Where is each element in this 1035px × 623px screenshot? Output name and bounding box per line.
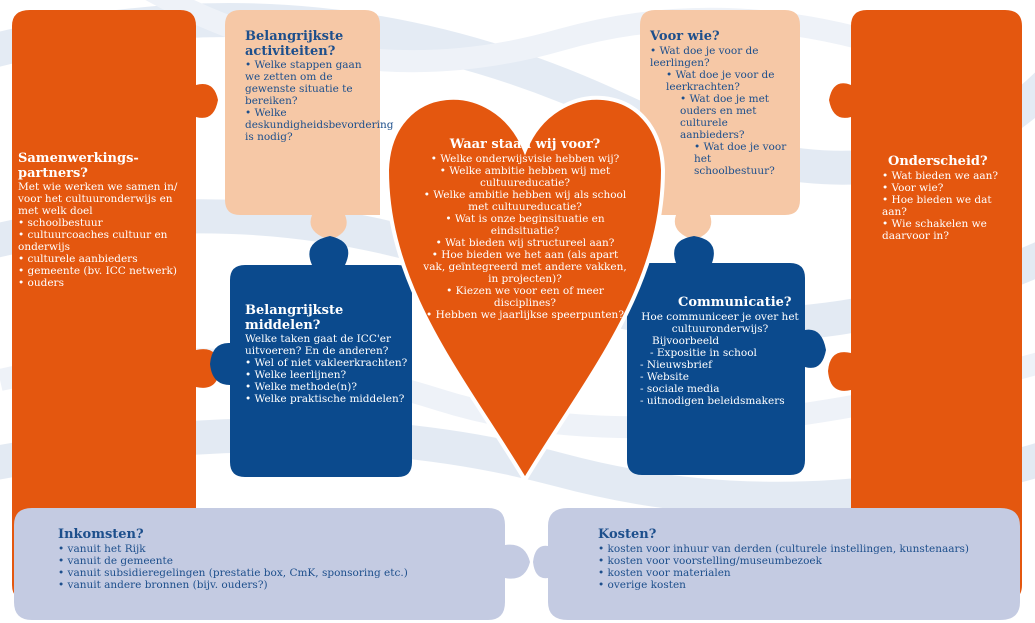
communication-shape	[627, 236, 826, 475]
partners-item: • schoolbestuur	[18, 217, 103, 229]
distinction-item: • Hoe bieden we dat aan?	[882, 193, 992, 218]
heart-item: • Hebben we jaarlijkse speerpunten?	[426, 308, 624, 321]
costs-item: • overige kosten	[598, 578, 686, 591]
resources-item: • Wel of niet vakleerkrachten?	[245, 357, 408, 369]
activities-title-line2: activiteiten?	[245, 43, 336, 59]
income-title: Inkomsten?	[58, 527, 144, 542]
distinction-item: • Wat bieden we aan?	[882, 169, 999, 182]
income-item: • vanuit het Rijk	[58, 542, 146, 555]
costs-block: Kosten? • kosten voor inhuur van derden …	[598, 527, 1013, 591]
heart-item: • Welke ambitie hebben wij met cultuured…	[439, 164, 611, 189]
communication-sub1: Bijvoorbeeld	[652, 334, 720, 347]
communication-block: Communicatie? Hoe communiceer je over he…	[640, 295, 800, 407]
communication-item: - Nieuwsbrief	[640, 358, 712, 371]
partners-item: • culturele aanbieders	[18, 253, 138, 265]
income-item: • vanuit andere bronnen (bijv. ouders?)	[58, 578, 268, 591]
communication-intro: Hoe communiceer je over het cultuuronder…	[641, 310, 799, 335]
forwhom-block: Voor wie? • Wat doe je voor de leerlinge…	[650, 29, 795, 177]
resources-title-line1: Belangrijkste	[245, 303, 344, 318]
partners-shape	[12, 10, 220, 601]
resources-item: • Welke praktische middelen?	[245, 393, 405, 405]
activities-shape	[225, 10, 380, 240]
costs-shape	[533, 508, 1020, 620]
resources-shape	[210, 236, 412, 477]
costs-title: Kosten?	[598, 527, 657, 542]
partners-item: • gemeente (bv. ICC netwerk)	[18, 265, 177, 277]
heart-item: • Welke ambitie hebben wij als school me…	[423, 188, 627, 213]
communication-sub2: - Expositie in school	[650, 346, 757, 359]
forwhom-item: • Wat doe je voor het schoolbestuur?	[694, 140, 787, 177]
forwhom-item: • Wat doe je voor de leerkrachten?	[666, 68, 775, 93]
forwhom-item: • Wat doe je met ouders en met culturele…	[680, 92, 770, 141]
distinction-shape	[828, 10, 1022, 601]
partners-item: • cultuurcoaches cultuur en onderwijs	[18, 229, 168, 253]
communication-item: - uitnodigen beleidsmakers	[640, 394, 785, 407]
resources-title-line2: middelen?	[245, 317, 321, 333]
heart-title: Waar staan wij voor?	[449, 137, 601, 152]
heart-item: • Welke onderwijsvisie hebben wij?	[430, 152, 620, 165]
partners-block: Samenwerkings-partners? Met wie werken w…	[18, 151, 192, 289]
communication-item: - sociale media	[640, 382, 720, 395]
income-item: • vanuit subsidieregelingen (prestatie b…	[58, 566, 408, 579]
partners-title-line2: partners?	[18, 165, 88, 181]
distinction-block: Onderscheid? • Wat bieden we aan? • Voor…	[882, 154, 1018, 242]
partners-intro: Met wie werken we samen in/ voor het cul…	[18, 181, 178, 217]
resources-intro: Welke taken gaat de ICC'er uitvoeren? En…	[245, 333, 391, 357]
forwhom-shape	[640, 10, 800, 240]
heart-item: • Kiezen we voor een of meer disciplines…	[446, 284, 604, 309]
income-block: Inkomsten? • vanuit het Rijk • vanuit de…	[58, 527, 488, 591]
costs-item: • kosten voor voorstelling/museumbezoek	[598, 554, 822, 567]
resources-item: • Welke leerlijnen?	[245, 369, 347, 381]
heart-item: • Wat bieden wij structureel aan?	[435, 236, 615, 249]
activities-item: • Welke deskundigheidsbevordering is nod…	[245, 107, 394, 143]
forwhom-item: • Wat doe je voor de leerlingen?	[650, 44, 759, 69]
distinction-item: • Wie schakelen we daarvoor in?	[882, 217, 987, 242]
resources-item: • Welke methode(n)?	[245, 381, 357, 393]
heart-item: • Hoe bieden we het aan (als apart vak, …	[423, 248, 627, 285]
partners-title-line1: Samenwerkings-	[18, 151, 139, 166]
heart-block: Waar staan wij voor? • Welke onderwijsvi…	[420, 137, 630, 321]
partners-item: • ouders	[18, 277, 64, 289]
heart-item: • Wat is onze beginsituatie en eindsitua…	[445, 212, 605, 237]
activities-title-line1: Belangrijkste	[245, 29, 344, 44]
communication-title: Communicatie?	[678, 295, 792, 310]
income-item: • vanuit de gemeente	[58, 554, 173, 567]
costs-item: • kosten voor inhuur van derden (culture…	[598, 542, 969, 555]
distinction-item: • Voor wie?	[882, 181, 944, 194]
forwhom-title: Voor wie?	[650, 29, 720, 44]
distinction-title: Onderscheid?	[888, 154, 988, 169]
heart-shape	[384, 95, 666, 484]
communication-item: - Website	[640, 370, 689, 383]
activities-item: • Welke stappen gaan we zetten om de gew…	[245, 59, 362, 107]
income-shape	[14, 508, 530, 620]
costs-item: • kosten voor materialen	[598, 566, 731, 579]
